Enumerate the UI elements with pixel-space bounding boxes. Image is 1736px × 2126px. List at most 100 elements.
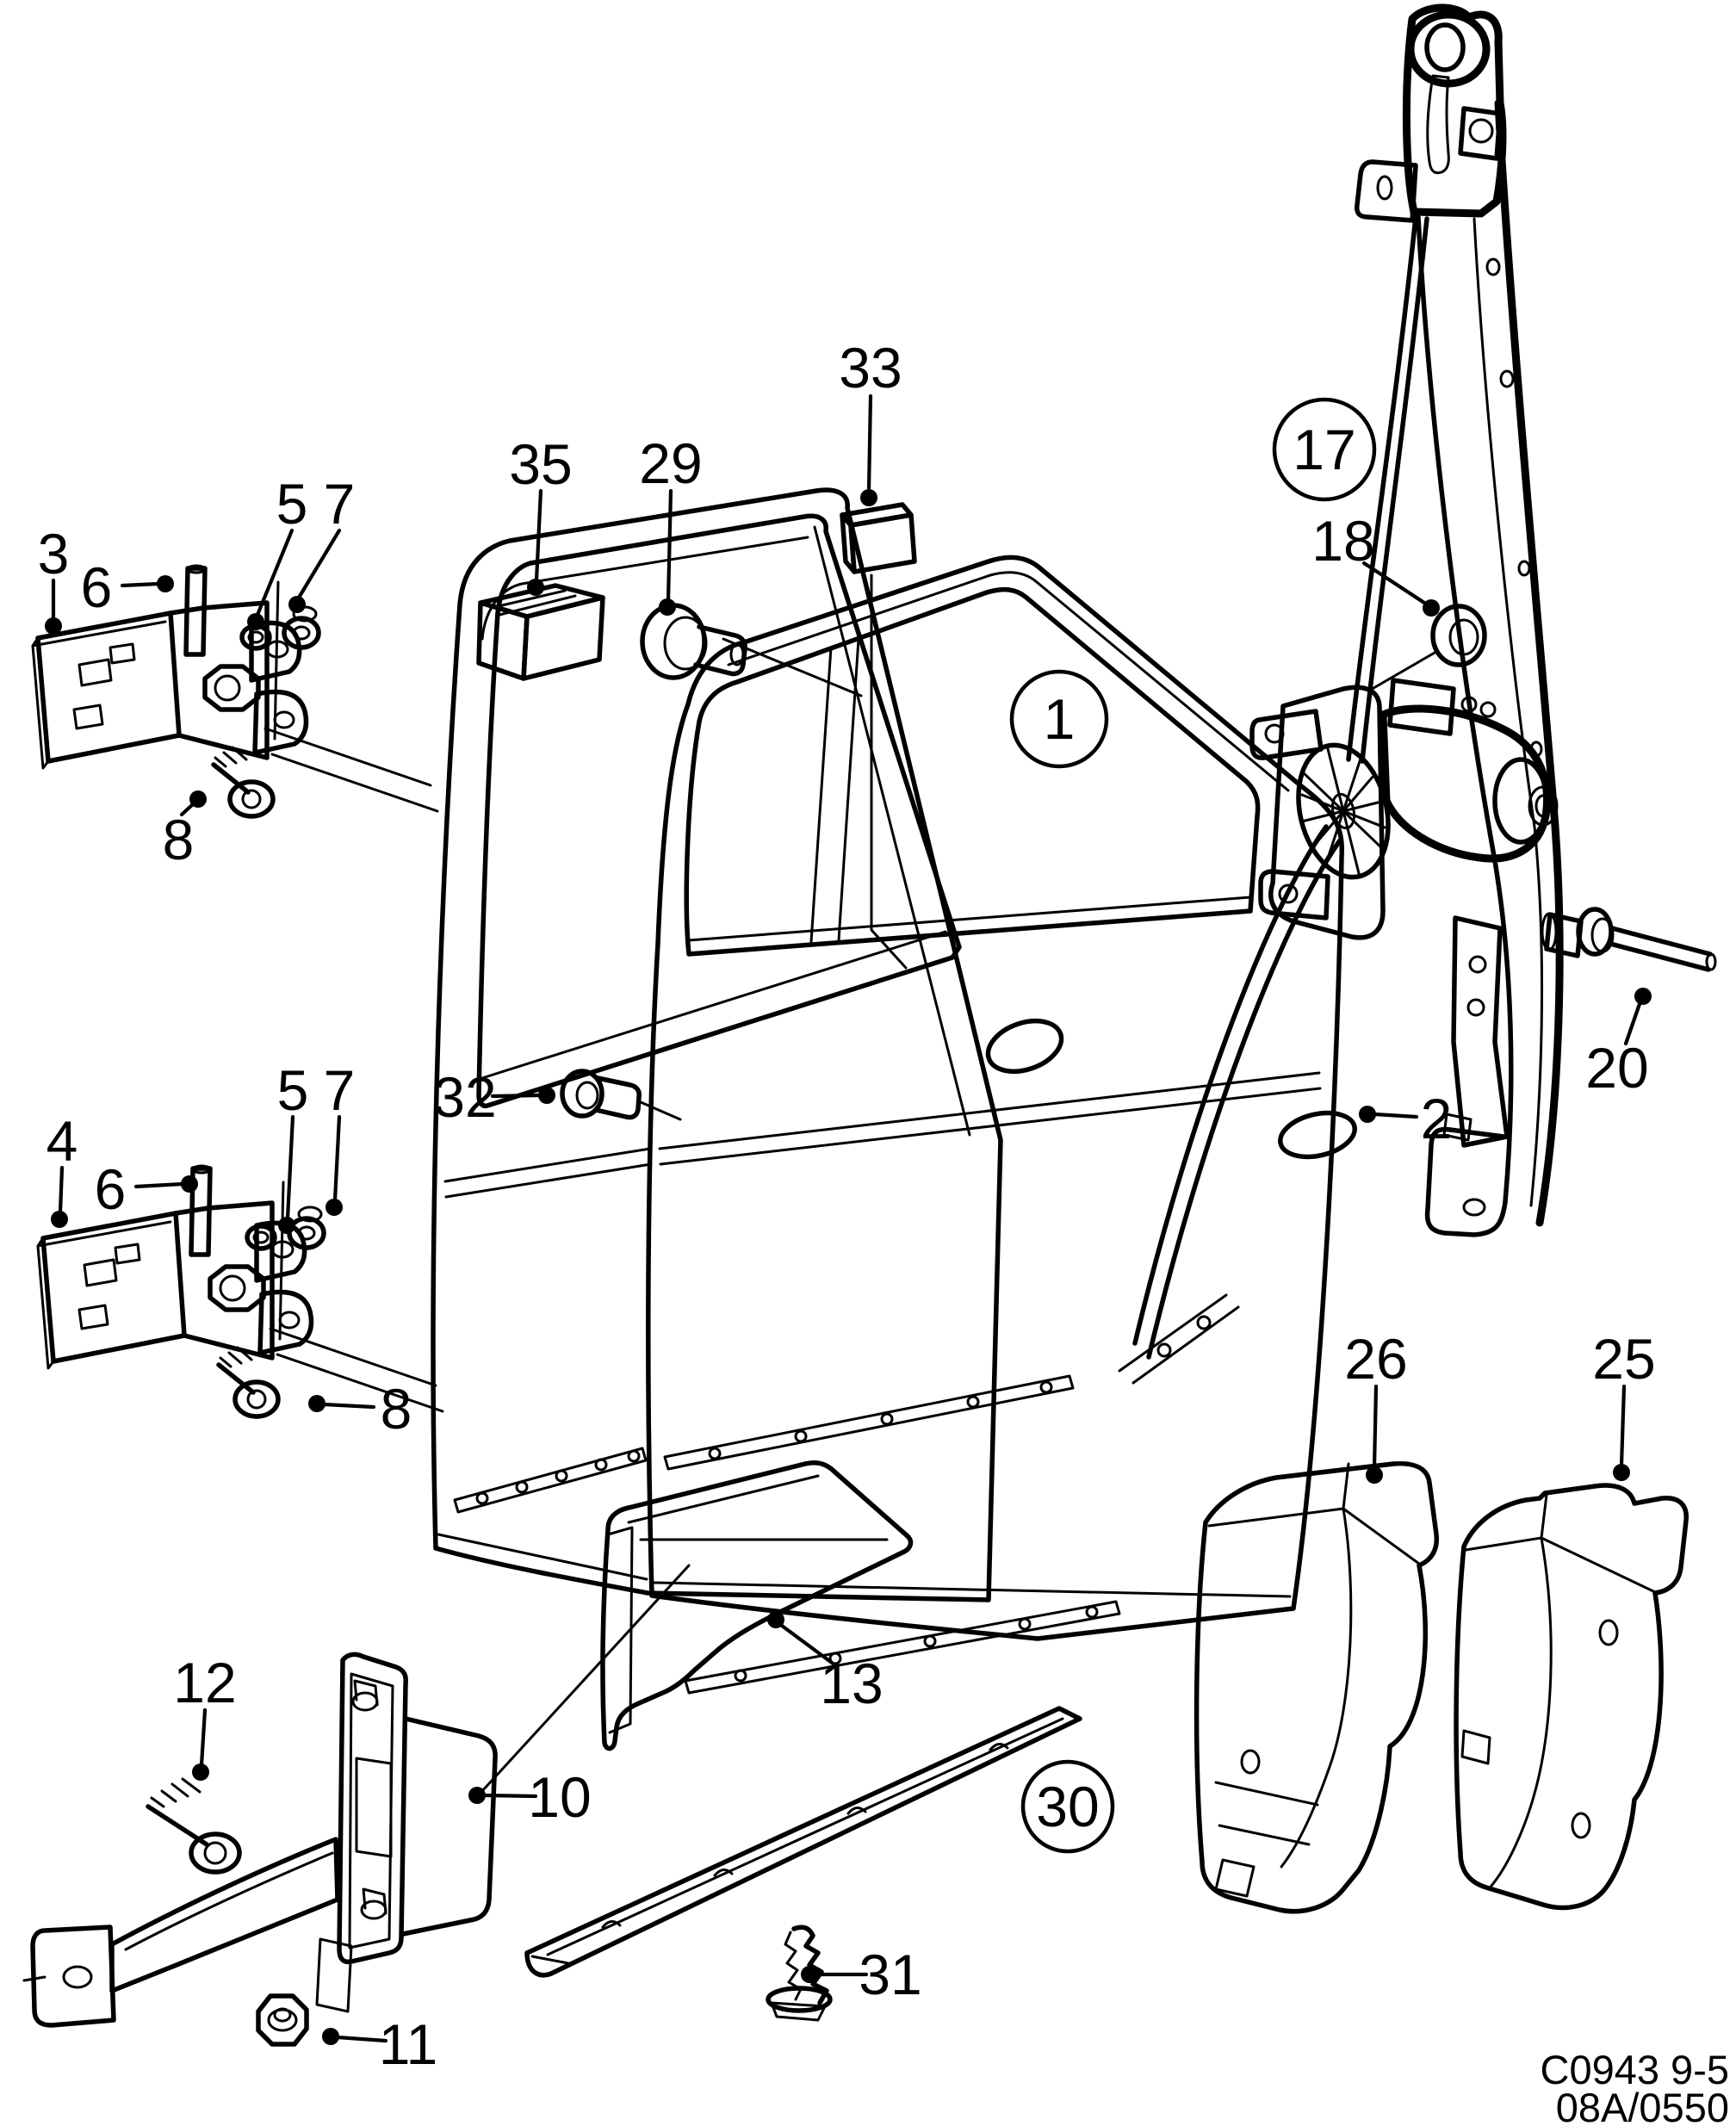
leader-line bbox=[58, 1165, 65, 1215]
callout-7: 7 bbox=[324, 1058, 356, 1216]
leader-line bbox=[332, 1114, 342, 1203]
leader-line bbox=[296, 528, 342, 600]
insulation-block-25 bbox=[1454, 1483, 1689, 1911]
callout-number: 32 bbox=[433, 1065, 496, 1129]
callout-number: 6 bbox=[95, 1157, 127, 1221]
grommet-29 bbox=[640, 603, 863, 697]
leader-dot bbox=[801, 1966, 818, 1983]
callouts-layer: 1 17 30 2 3 4 5 5 6 6 7 7 8 8 10 11 12 13 18 20 25 26 29 31 32 33… bbox=[38, 336, 1656, 2076]
leader-line bbox=[255, 528, 294, 617]
callout-10: 10 bbox=[468, 1765, 592, 1829]
callout-number: 5 bbox=[277, 1058, 309, 1122]
callout-7: 7 bbox=[288, 472, 355, 613]
callout-3: 3 bbox=[38, 522, 70, 635]
callout-31: 31 bbox=[801, 1943, 922, 2006]
leader-line bbox=[199, 1708, 208, 1768]
leader-line bbox=[285, 1114, 295, 1221]
callout-8: 8 bbox=[308, 1377, 412, 1441]
leader-line bbox=[481, 1793, 538, 1799]
callout-number: 13 bbox=[820, 1652, 883, 1715]
callout-number: 31 bbox=[859, 1943, 921, 2006]
leader-dot bbox=[181, 1175, 198, 1193]
callout-number: 17 bbox=[1293, 418, 1355, 481]
door-outer-panel-2 bbox=[646, 555, 1357, 1695]
leader-line bbox=[133, 1181, 185, 1189]
callout-number: 18 bbox=[1311, 509, 1374, 573]
trim-wedge-13 bbox=[600, 1460, 914, 1751]
callout-number: 2 bbox=[1421, 1087, 1453, 1150]
callout-12: 12 bbox=[173, 1651, 237, 1781]
callout-number: 5 bbox=[276, 472, 308, 536]
leader-dot bbox=[157, 575, 174, 592]
callout-13: 13 bbox=[767, 1611, 884, 1715]
leader-line bbox=[490, 1093, 542, 1099]
leader-dot bbox=[1366, 1466, 1383, 1484]
callout-18: 18 bbox=[1311, 509, 1440, 617]
callout-number: 33 bbox=[839, 336, 902, 400]
leader-dot bbox=[468, 1787, 486, 1804]
leader-line bbox=[1623, 1001, 1642, 1046]
leader-line bbox=[179, 802, 195, 817]
callout-5: 5 bbox=[277, 1058, 309, 1234]
plate-revision: 08A/0550 bbox=[1556, 2085, 1729, 2126]
leader-dot bbox=[1359, 1106, 1376, 1123]
hinge-upper-3 bbox=[31, 564, 439, 819]
leader-line bbox=[1361, 561, 1427, 605]
callout-number: 20 bbox=[1585, 1036, 1648, 1100]
sill-strip-30 bbox=[524, 1706, 1082, 1978]
leader-dot bbox=[538, 1087, 555, 1104]
guide-strip bbox=[1118, 1293, 1240, 1385]
leader-dot bbox=[308, 1395, 326, 1412]
callout-1-circled: 1 bbox=[1009, 669, 1109, 769]
leader-dot bbox=[247, 613, 264, 630]
grommet-32 bbox=[560, 1069, 682, 1121]
callout-number: 26 bbox=[1344, 1327, 1407, 1391]
callout-6: 6 bbox=[81, 555, 174, 619]
leader-line bbox=[779, 1623, 838, 1668]
callout-number: 4 bbox=[46, 1109, 78, 1173]
callout-30-circled: 30 bbox=[1020, 1759, 1115, 1854]
leader-dot bbox=[767, 1611, 784, 1628]
leader-dot bbox=[860, 489, 877, 506]
leader-dot bbox=[45, 617, 62, 635]
leader-line bbox=[1372, 1112, 1419, 1119]
leader-line bbox=[120, 581, 161, 588]
callout-number: 1 bbox=[1044, 687, 1076, 751]
leader-dot bbox=[51, 1211, 68, 1228]
callout-29: 29 bbox=[639, 431, 703, 616]
callout-number: 7 bbox=[324, 1058, 356, 1122]
callout-circle bbox=[1020, 1759, 1115, 1854]
callout-number: 30 bbox=[1036, 1775, 1099, 1838]
callout-number: 25 bbox=[1592, 1327, 1655, 1391]
leader-line bbox=[335, 2035, 388, 2043]
callout-35: 35 bbox=[509, 432, 573, 596]
leader-dot bbox=[527, 579, 544, 596]
callout-11: 11 bbox=[322, 2012, 437, 2076]
callout-25: 25 bbox=[1592, 1327, 1656, 1481]
leader-dot bbox=[189, 790, 207, 808]
callout-number: 29 bbox=[639, 431, 702, 495]
callout-number: 7 bbox=[324, 472, 356, 536]
callout-number: 8 bbox=[163, 808, 195, 871]
callout-4: 4 bbox=[46, 1109, 78, 1228]
insulation-block-26 bbox=[1194, 1460, 1440, 1914]
leader-line bbox=[866, 394, 873, 493]
plate-code: C0943 9-5 bbox=[1541, 2047, 1730, 2092]
callout-6: 6 bbox=[95, 1157, 198, 1221]
check-strap-nut-11 bbox=[256, 1993, 309, 2047]
callout-8: 8 bbox=[163, 790, 207, 871]
leader-dot bbox=[322, 2028, 339, 2045]
leader-dot bbox=[278, 1217, 295, 1234]
callout-26: 26 bbox=[1344, 1327, 1408, 1484]
callout-number: 35 bbox=[509, 432, 572, 496]
callout-17-circled: 17 bbox=[1272, 397, 1377, 502]
rivet-pin-20 bbox=[1541, 907, 1717, 972]
callout-5: 5 bbox=[247, 472, 307, 630]
callout-number: 6 bbox=[81, 555, 113, 619]
callout-circle bbox=[1272, 397, 1377, 502]
window-regulator-17 bbox=[1132, 3, 1564, 1360]
leader-dot bbox=[326, 1199, 343, 1216]
callout-number: 3 bbox=[38, 522, 70, 586]
